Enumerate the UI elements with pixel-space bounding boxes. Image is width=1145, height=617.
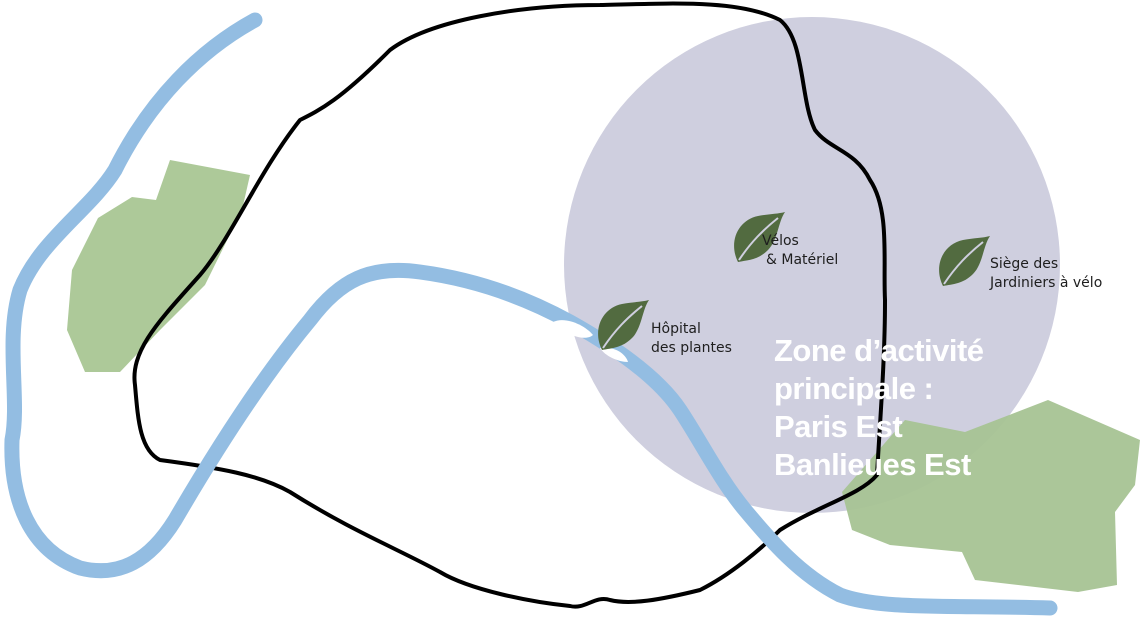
place-label-line2: Jardiniers à vélo [989,275,1102,291]
ile-de-la-cite [553,320,593,338]
paris-boundary [132,1,887,609]
place-velos-materiel[interactable]: Vélos & Matériel [734,212,838,268]
leaf-icon [939,236,990,286]
place-label-line1: Hôpital [651,321,701,337]
place-hopital-des-plantes[interactable]: Hôpital des plantes [598,300,732,356]
place-label-line1: Vélos [762,233,799,249]
park-bois-de-boulogne [67,160,250,372]
place-label-line2: & Matériel [766,252,838,268]
zone-label: Zone d’activité principale : Paris Est B… [774,333,984,482]
leaf-icon [598,300,649,350]
place-label-line2: des plantes [651,340,732,356]
ile-saint-louis [600,347,628,362]
zone-label-line1: Zone d’activité [774,333,984,368]
zone-label-line3: Paris Est [774,409,902,444]
zone-label-line4: Banlieues Est [774,447,971,482]
park-bois-de-vincennes [842,400,1140,592]
seine-river [4,12,1058,616]
place-label-line1: Siège des [990,256,1058,272]
place-siege[interactable]: Siège des Jardiniers à vélo [939,236,1102,291]
activity-zone [564,17,1060,513]
leaf-icon [734,212,785,262]
zone-label-line2: principale : [774,371,933,406]
